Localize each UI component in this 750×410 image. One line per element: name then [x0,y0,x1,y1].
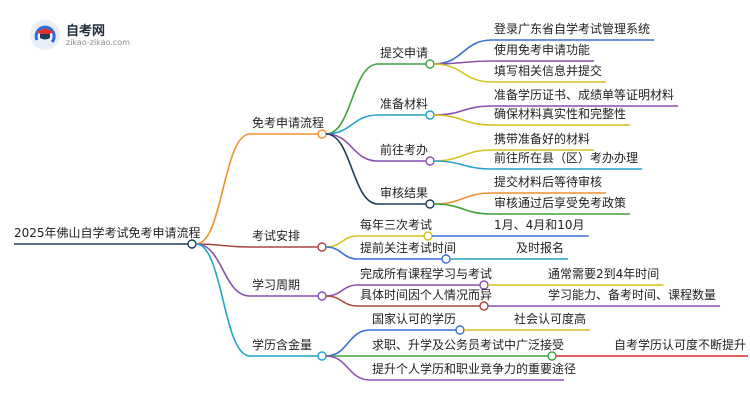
child-link-2-0 [325,284,359,297]
brand-logo: 自考网 zikao-zikao.com [30,18,140,52]
child-label-0-2: 前往考办 [380,143,429,157]
branch-link-3 [195,243,251,357]
root-node-dot [187,239,197,249]
child-node-dot-1-1 [441,254,451,264]
branch-node-dot-2 [317,291,327,301]
child-link-1-0 [325,235,359,248]
child-link-0-0 [325,63,379,135]
child-node-dot-0-2 [425,156,435,166]
child-label-1-1: 提前关注考试时间 [360,241,457,255]
child-node-dot-0-0 [425,59,435,69]
child-node-dot-1-0 [423,231,433,241]
leaf-label-0-0-2: 填写相关信息并提交 [494,64,603,78]
leaf-label-0-3-0: 提交材料后等待审核 [494,175,603,189]
leaf-label-0-0-1: 使用免考申请功能 [494,43,591,57]
branch-node-dot-3 [317,351,327,361]
child-label-0-0: 提交申请 [380,46,429,60]
leaf-label-0-1-1: 确保材料真实性和完整性 [494,107,627,121]
leaf-label-0-2-0: 携带准备好的材料 [494,132,591,146]
leaf-link-0-3-0 [433,192,493,205]
leaf-link-0-1-0 [433,105,493,116]
child-node-dot-0-3 [425,199,435,209]
leaf-label-0-2-1: 前往所在县（区）考办办理 [494,151,639,165]
branch-link-1 [195,243,251,248]
leaf-label-2-1-0: 学习能力、备考时间、课程数量 [548,288,717,302]
child-label-3-0: 国家认可的学历 [372,312,457,326]
child-link-3-2 [325,355,371,381]
leaf-label-3-0-0: 社会认可度高 [514,312,587,326]
child-node-dot-0-1 [425,110,435,120]
leaf-link-0-2-0 [433,149,493,162]
child-link-1-1 [325,246,359,260]
branch-node-dot-1 [317,242,327,252]
branch-label-2: 学习周期 [252,278,301,292]
branch-label-1: 考试安排 [252,229,301,243]
child-node-dot-2-1 [479,301,489,311]
leaf-label-1-1-0: 及时报名 [516,241,565,255]
child-label-3-2: 提升个人学历和职业竞争力的重要途径 [372,362,577,376]
leaf-link-0-2-1 [433,160,493,170]
child-link-2-1 [325,295,359,307]
leaf-label-0-3-1: 审核通过后享受免考政策 [494,196,627,210]
child-link-0-1 [325,114,379,135]
leaf-label-0-0-0: 登录广东省自学考试管理系统 [494,22,651,36]
leaf-link-0-0-2 [433,63,493,83]
branch-label-3: 学历含金量 [252,338,313,352]
graduation-cap-icon [30,20,60,50]
leaf-label-0-1-0: 准备学历证书、成绩单等证明材料 [494,88,675,102]
branch-label-0: 免考申请流程 [252,116,325,130]
brand-name: 自考网 [66,24,106,39]
leaf-link-0-3-1 [433,203,493,215]
child-label-3-1: 求职、升学及公务员考试中广泛接受 [372,338,565,352]
root-node-label: 2025年佛山自学考试免考申请流程 [14,226,201,240]
child-label-2-0: 完成所有课程学习与考试 [360,267,493,281]
child-label-0-1: 准备材料 [380,97,429,111]
leaf-label-2-0-0: 通常需要2到4年时间 [548,267,660,281]
child-label-2-1: 具体时间因个人情况而异 [360,288,493,302]
child-link-0-3 [325,133,379,205]
child-label-1-0: 每年三次考试 [360,218,433,232]
leaf-label-3-1-0: 自考学历认可度不断提升 [614,338,747,352]
child-link-0-2 [325,133,379,162]
child-node-dot-3-1 [547,351,557,361]
child-link-3-0 [325,329,371,357]
branch-link-0 [195,133,251,245]
child-label-0-3: 审核结果 [380,186,429,200]
child-node-dot-3-0 [455,325,465,335]
branch-node-dot-0 [317,129,327,139]
branch-link-2 [195,243,251,297]
leaf-label-1-0-0: 1月、4月和10月 [494,218,585,232]
brand-url: zikao-zikao.com [66,38,130,47]
leaf-link-0-1-1 [433,114,493,126]
